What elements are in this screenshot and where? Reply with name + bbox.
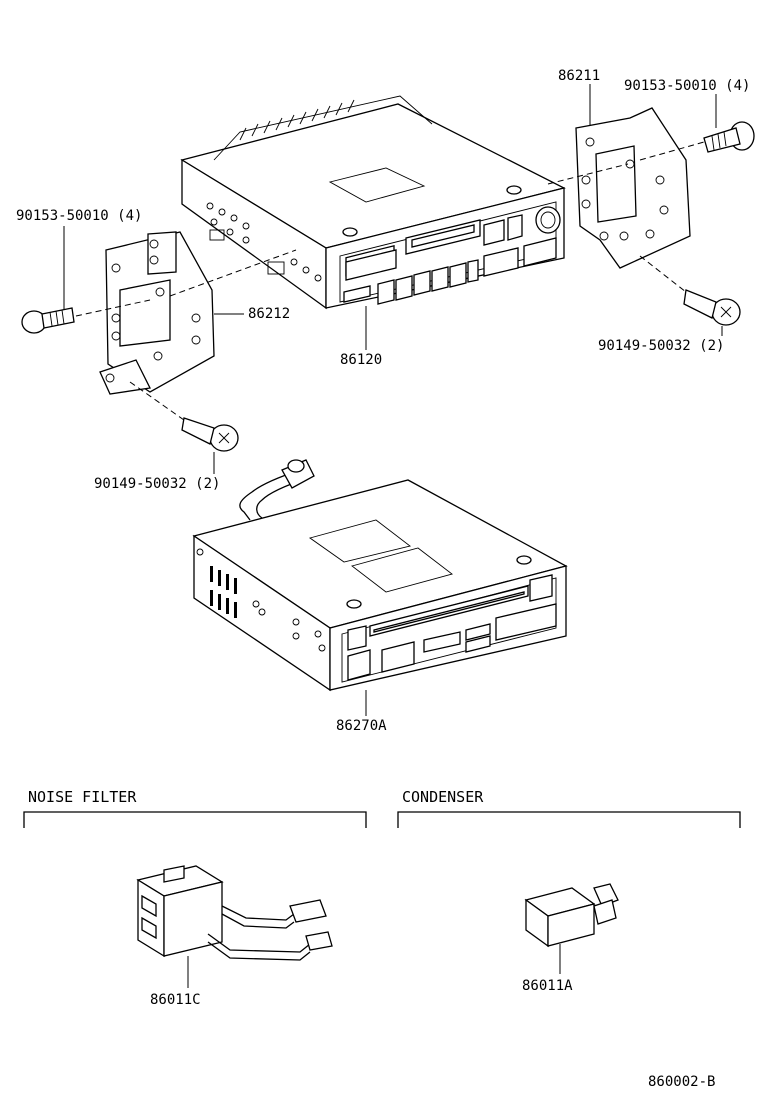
section-title-condenser: CONDENSER bbox=[402, 788, 484, 806]
cd-unit bbox=[192, 459, 568, 692]
label-bolt-left: 90153-50010 (4) bbox=[16, 208, 142, 224]
right-bracket bbox=[575, 107, 691, 269]
radio-cassette-unit bbox=[180, 95, 566, 310]
noise-filter-section: NOISE FILTER 86011C bbox=[23, 788, 367, 1008]
screw-right bbox=[683, 289, 741, 326]
condenser bbox=[524, 883, 619, 948]
left-bracket bbox=[99, 231, 215, 395]
bolt-right bbox=[703, 121, 755, 153]
bolt-left bbox=[21, 307, 75, 334]
label-bracket-left: 86212 bbox=[248, 306, 290, 322]
label-condenser: 86011A bbox=[522, 978, 573, 994]
label-cd-unit: 86270A bbox=[336, 718, 387, 734]
label-bolt-right: 90153-50010 (4) bbox=[624, 78, 750, 94]
part-labels: 90153-50010 (4) 90153-50010 (4) 86211 86… bbox=[16, 68, 750, 734]
section-title-noise-filter: NOISE FILTER bbox=[28, 788, 137, 806]
assembly-lines bbox=[75, 141, 705, 421]
label-radio-unit: 86120 bbox=[340, 352, 382, 368]
label-screw-right: 90149-50032 (2) bbox=[598, 338, 724, 354]
noise-filter bbox=[136, 865, 333, 961]
screw-left bbox=[181, 417, 239, 452]
label-screw-left: 90149-50032 (2) bbox=[94, 476, 220, 492]
label-bracket-right: 86211 bbox=[558, 68, 600, 84]
condenser-section: CONDENSER 86011A bbox=[397, 788, 741, 994]
figure-code: 860002-B bbox=[648, 1074, 715, 1090]
label-noise-filter: 86011C bbox=[150, 992, 201, 1008]
